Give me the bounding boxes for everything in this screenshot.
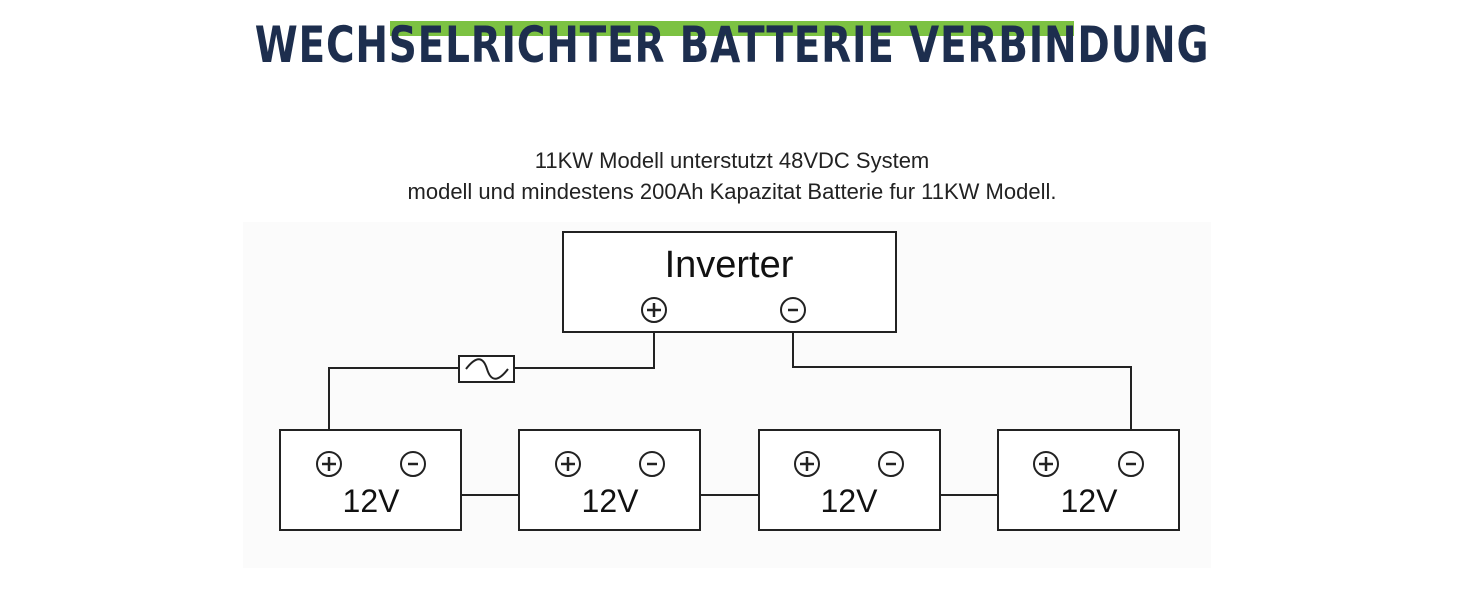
inverter-positive-terminal — [641, 297, 667, 323]
battery-2-voltage-label: 12V — [582, 483, 640, 519]
battery-1: 12V — [279, 429, 462, 531]
battery-3: 12V — [758, 429, 941, 531]
battery-3-voltage-label: 12V — [821, 483, 879, 519]
battery-4: 12V — [997, 429, 1180, 531]
battery-2-negative-terminal — [639, 451, 665, 477]
battery-2-positive-terminal — [555, 451, 581, 477]
battery-2: 12V — [518, 429, 701, 531]
inverter-box — [562, 231, 897, 333]
battery-1-voltage-label: 12V — [343, 483, 401, 519]
page-title: WECHSELRICHTER BATTERIE VERBINDUNG — [254, 16, 1210, 74]
fuse-icon — [458, 355, 515, 383]
battery-1-negative-terminal — [400, 451, 426, 477]
description-line-2: modell und mindestens 200Ah Kapazitat Ba… — [407, 179, 1057, 204]
inverter-label: Inverter — [665, 244, 794, 286]
wire-fuse-to-battery-1 — [328, 367, 459, 430]
wire-inverter-pos-to-fuse — [514, 322, 655, 369]
battery-4-positive-terminal — [1033, 451, 1059, 477]
battery-4-negative-terminal — [1118, 451, 1144, 477]
battery-1-positive-terminal — [316, 451, 342, 477]
title-accent-bar — [390, 21, 1074, 36]
inverter-negative-terminal — [780, 297, 806, 323]
battery-3-negative-terminal — [878, 451, 904, 477]
wire-inverter-neg-to-battery-4 — [792, 322, 1132, 452]
battery-3-positive-terminal — [794, 451, 820, 477]
description-line-1: 11KW Modell unterstutzt 48VDC System — [534, 148, 930, 173]
battery-4-voltage-label: 12V — [1061, 483, 1119, 519]
